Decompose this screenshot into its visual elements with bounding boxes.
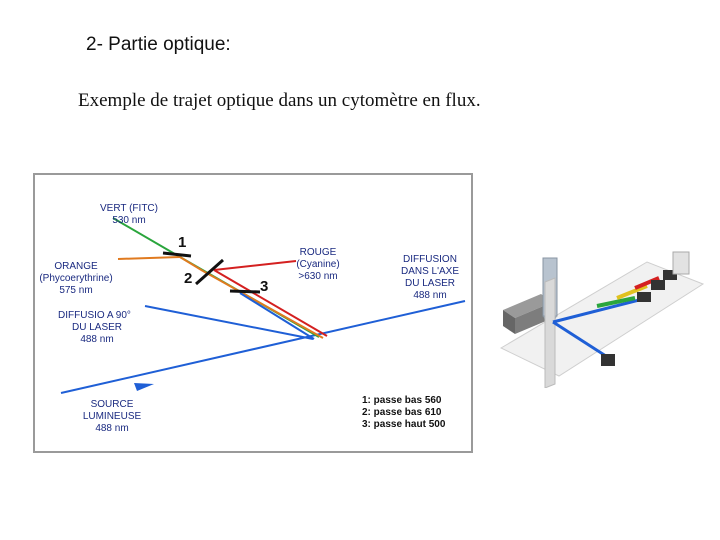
- filter-3-number: 3: [260, 278, 268, 295]
- slide-title: 2- Partie optique:: [86, 34, 231, 55]
- label-orange: ORANGE: [54, 261, 98, 272]
- label-diffusion-axe: DIFFUSION: [403, 254, 457, 265]
- filter-2-mirror: [195, 258, 224, 286]
- laser-box-side: [503, 310, 515, 334]
- filter-1-number: 1: [178, 234, 186, 251]
- green-beam-in: [112, 217, 181, 258]
- filter-1-mirror: [162, 251, 192, 258]
- label-rouge-nm: >630 nm: [298, 271, 337, 282]
- blue-beam-path: [239, 292, 315, 340]
- illu-red-beam: [634, 276, 660, 290]
- illu-green-beam: [596, 296, 636, 308]
- label-diffusio90-b: DU LASER: [72, 322, 122, 333]
- label-orange-dye: (Phycoerythrine): [39, 273, 112, 284]
- label-source-b: LUMINEUSE: [83, 411, 142, 422]
- detector-3-icon: [663, 270, 677, 280]
- label-vert: VERT (FITC): [100, 203, 158, 214]
- illu-scatter-beam: [552, 296, 648, 324]
- label-diffusio90: DIFFUSIO A 90°: [58, 310, 131, 321]
- legend-item-2: 2: passe bas 610: [362, 407, 442, 418]
- laser-main-beam: [60, 300, 466, 394]
- label-diffusio90-nm: 488 nm: [80, 334, 113, 345]
- detector-tower: [672, 251, 690, 275]
- laser-box-top: [503, 294, 553, 318]
- slide-subtitle: Exemple de trajet optique dans un cytomè…: [78, 90, 481, 111]
- label-rouge: ROUGE: [300, 247, 337, 258]
- diagram-frame: [33, 173, 473, 453]
- label-rouge-dye: (Cyanine): [296, 259, 339, 270]
- cytometer-illustration-svg: [499, 251, 705, 389]
- label-diffusion-axe-b: DANS L'AXE: [401, 266, 459, 277]
- detector-1-icon: [637, 292, 651, 302]
- filter-3-mirror: [229, 289, 261, 294]
- source-arrow-icon: [134, 383, 154, 391]
- legend-item-1: 1: passe bas 560: [362, 395, 442, 406]
- label-source: SOURCE: [91, 399, 134, 410]
- optic-plate: [544, 277, 556, 389]
- label-diffusion-axe-nm: 488 nm: [413, 290, 446, 301]
- orange-beam-link: [179, 256, 204, 272]
- orange-beam-out: [117, 256, 181, 260]
- filter-2-number: 2: [184, 270, 192, 287]
- label-diffusion-axe-c: DU LASER: [405, 278, 455, 289]
- detector-2-icon: [651, 280, 665, 290]
- label-orange-nm: 575 nm: [59, 285, 92, 296]
- cytometer-3d-illustration: [497, 238, 707, 389]
- legend-item-3: 3: passe haut 500: [362, 419, 446, 430]
- optical-path-diagram: 1 2 3 VERT (FITC) 530 nm ORANGE (Phycoer…: [33, 173, 473, 453]
- orange-beam-path: [202, 270, 324, 339]
- red-beam-path: [213, 269, 328, 337]
- detector-4-icon: [601, 354, 615, 366]
- illu-yellow-beam: [616, 284, 648, 300]
- label-source-nm: 488 nm: [95, 423, 128, 434]
- illu-blue-beam: [552, 320, 610, 360]
- optical-path-svg: 1 2 3 VERT (FITC) 530 nm ORANGE (Phycoer…: [33, 173, 473, 453]
- scatter-90-beam: [144, 305, 314, 340]
- red-beam-out: [213, 260, 297, 271]
- label-vert-nm: 530 nm: [112, 215, 145, 226]
